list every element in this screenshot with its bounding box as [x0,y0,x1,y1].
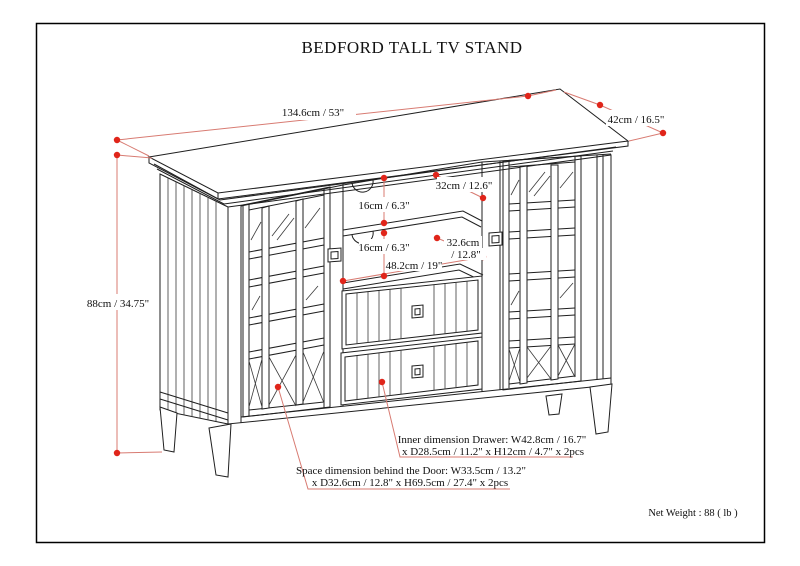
dimension-labels: 134.6cm / 53" 42cm / 16.5" 88cm / 34.75"… [87,103,666,310]
shelf-gap-bottom-label: 16cm / 6.3" [358,242,409,254]
front-right-leg [589,383,613,435]
page-title: BEDFORD TALL TV STAND [301,38,522,57]
drawer-annotation-line1: Inner dimension Drawer: W42.8cm / 16.7" [398,434,587,446]
drawer-callout-leader [381,381,573,458]
back-right-leg [545,393,563,416]
shelf-gap-top-label: 16cm / 6.3" [358,200,409,212]
mid-shelf-depth-label-1: 32.6cm [447,237,480,249]
top-slab [147,88,630,205]
drawer-annotation-line2: x D28.5cm / 11.2" x H12cm / 4.7" x 2pcs [402,446,584,458]
page-border [35,22,766,544]
drawer-bottom [340,336,483,406]
legs [159,383,613,478]
left-side-panel [159,173,229,425]
opening-width-label: 48.2cm / 19" [386,260,443,272]
callout-annotations: Inner dimension Drawer: W42.8cm / 16.7" … [296,434,586,489]
left-door [242,186,342,418]
door-annotation-line2: x D32.6cm / 12.8" x H69.5cm / 27.4" x 2p… [312,477,508,489]
drawer-top [341,275,483,350]
net-weight-label: Net Weight : 88 ( lb ) [648,508,738,519]
drawer-bottom-knob [411,364,424,379]
overall-depth-label: 42cm / 16.5" [608,114,665,126]
furniture-drawing [147,88,630,478]
back-left-leg [159,406,178,453]
overall-width-label: 134.6cm / 53" [282,107,344,119]
door-callout-leader [277,386,510,490]
mid-shelf-depth-label-2: / 12.8" [451,249,481,261]
front-left-leg [208,423,232,478]
top-shelf-depth-label: 32cm / 12.6" [436,180,493,192]
right-door [488,155,582,391]
door-annotation-line1: Space dimension behind the Door: W33.5cm… [296,465,526,477]
right-door-knob [488,231,503,247]
overall-height-label: 88cm / 34.75" [87,298,149,310]
cord-cutout-top [351,179,374,193]
left-door-knob [327,247,342,263]
drawer-top-knob [411,304,424,319]
